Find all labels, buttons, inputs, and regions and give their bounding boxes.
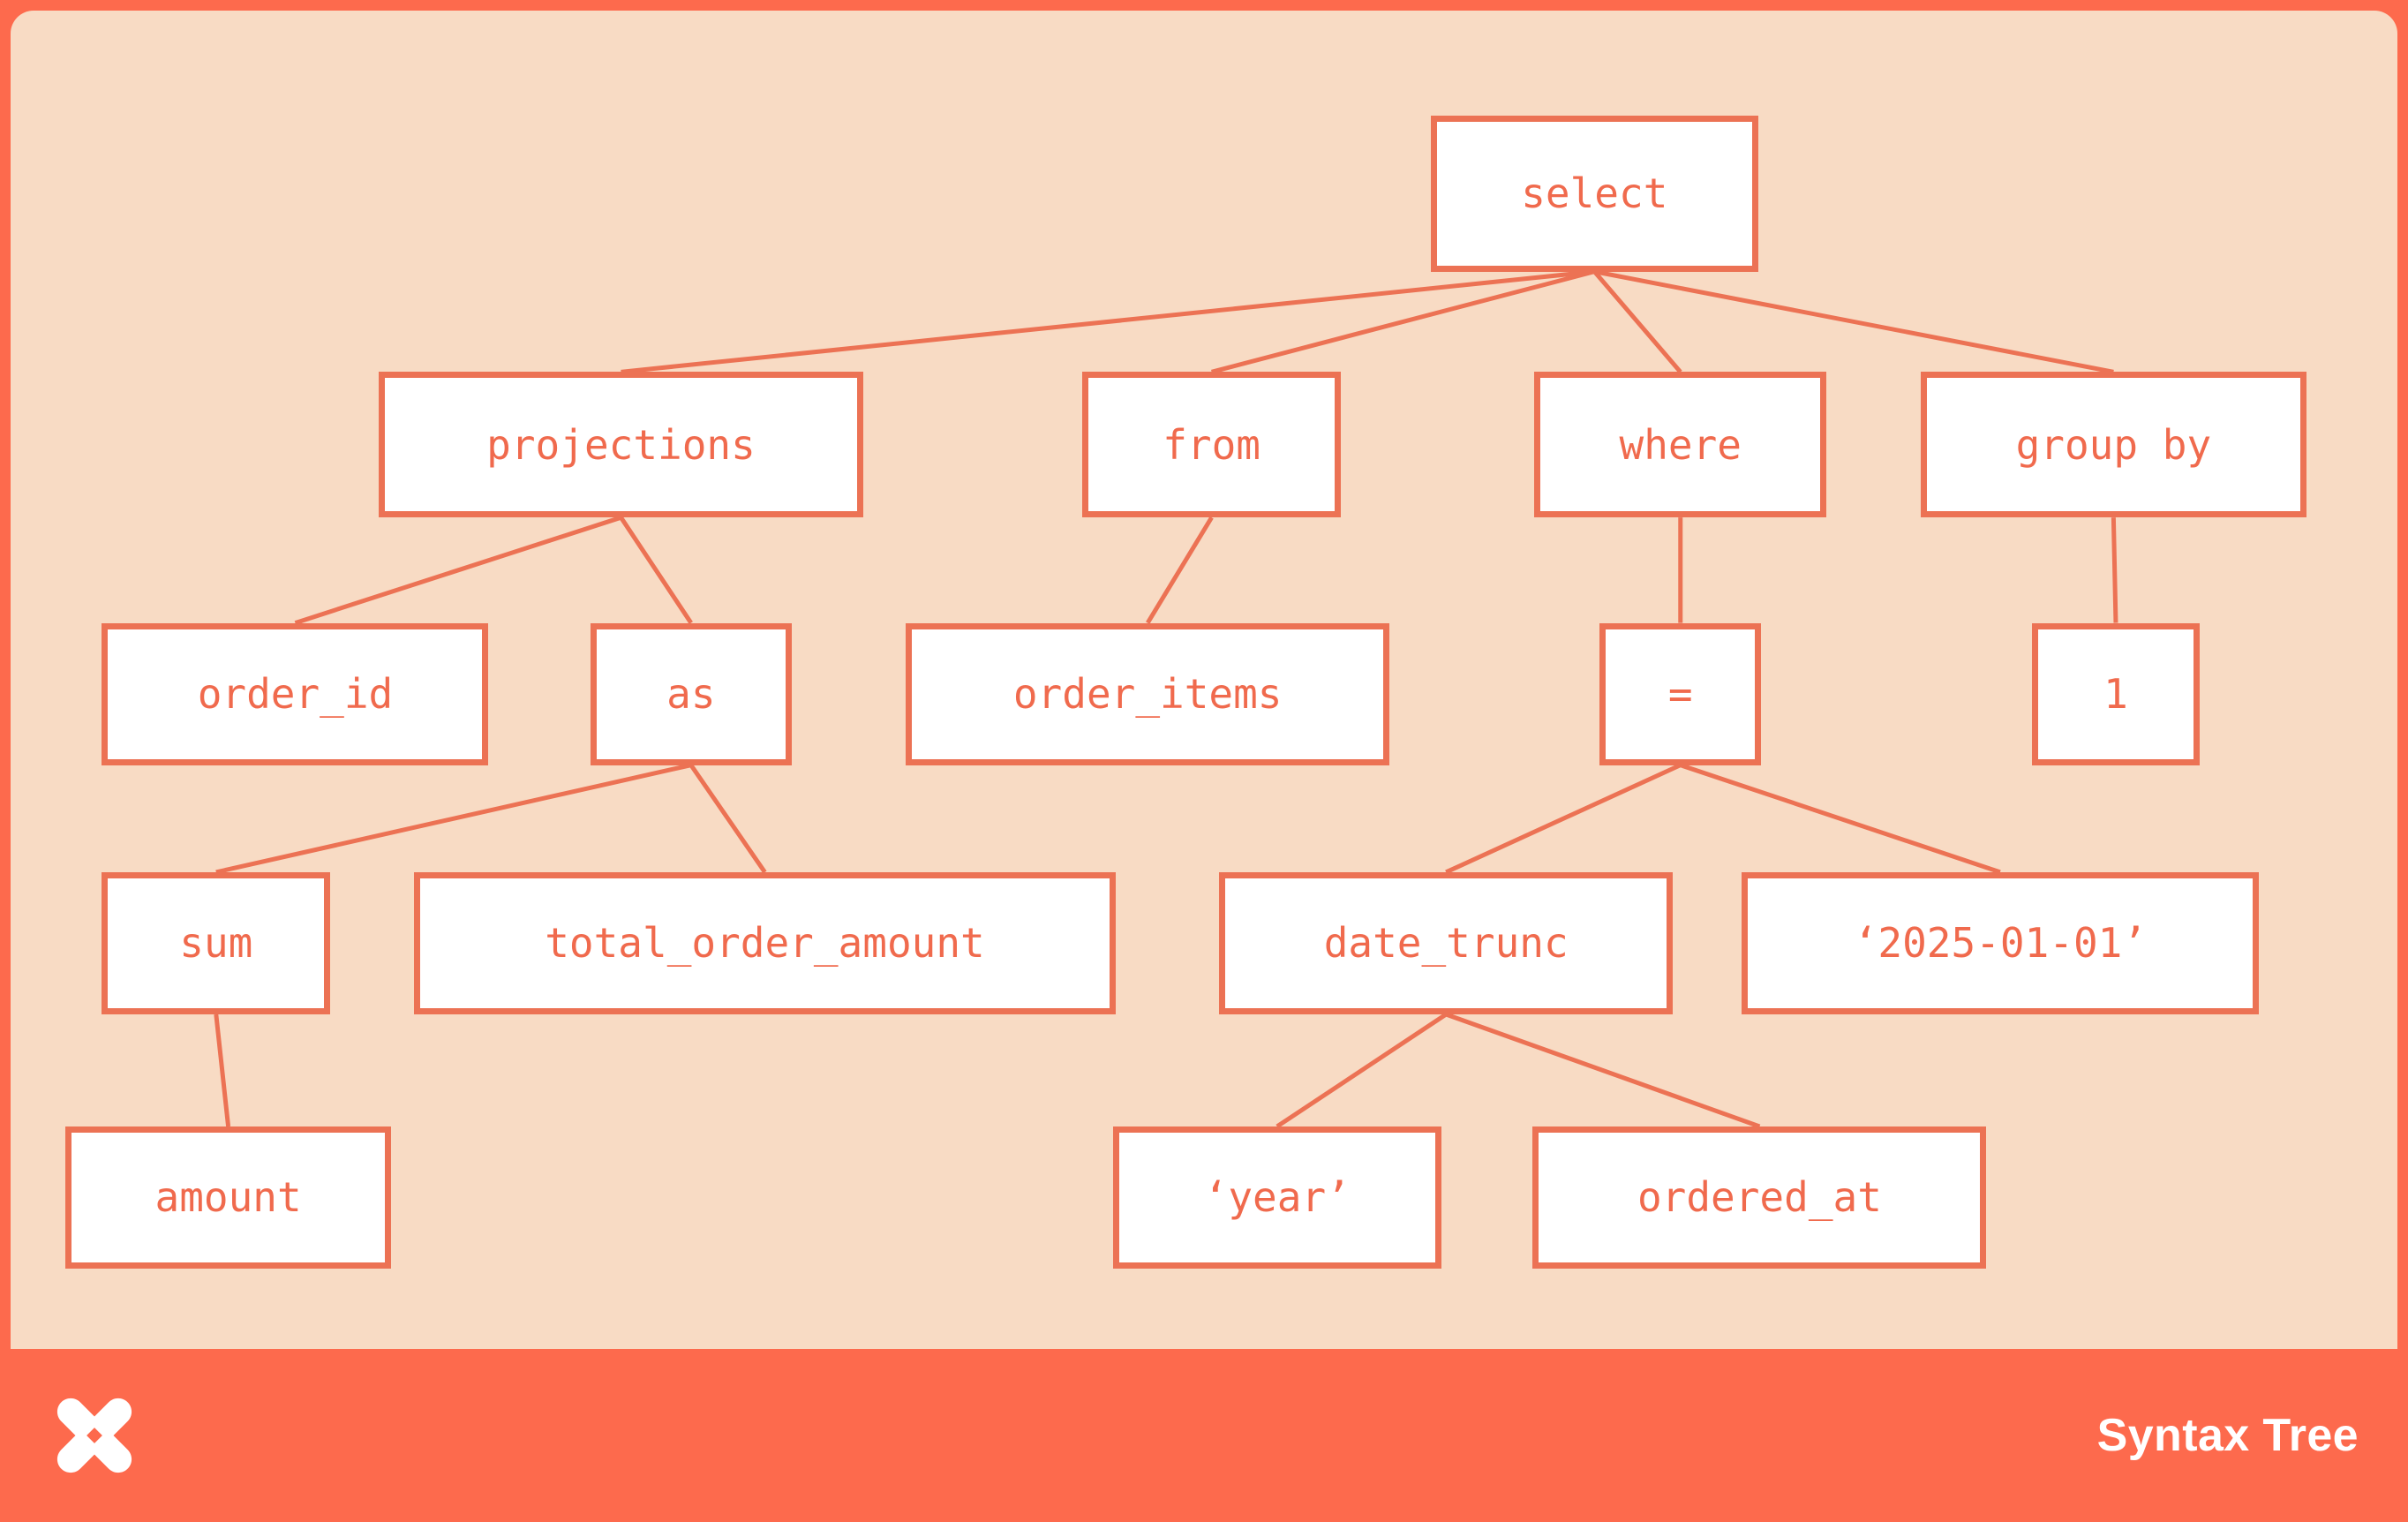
tree-edge-as-to-sum (216, 765, 691, 872)
tree-edge-equals-to-date_literal (1681, 765, 2000, 872)
diagram-canvas: select projections from where group by order_… (11, 11, 2397, 1349)
tree-node-label: as (666, 670, 716, 719)
tree-node-total_order_amount[interactable]: total_order_amount (413, 871, 1116, 1014)
tree-node-equals[interactable]: = (1599, 622, 1762, 765)
tree-node-label: order_items (1012, 670, 1283, 719)
tree-node-one[interactable]: 1 (2032, 622, 2200, 765)
tree-node-label: where (1619, 420, 1742, 469)
tree-edge-group_by-to-one (2113, 517, 2116, 622)
footer-bar: Syntax Tree (0, 1349, 2408, 1522)
tree-edge-date_trunc-to-year_literal (1277, 1014, 1446, 1126)
footer-title: Syntax Tree (2096, 1410, 2359, 1461)
tree-node-amount[interactable]: amount (65, 1126, 392, 1270)
tree-node-label: = (1667, 670, 1693, 719)
tree-edge-select-to-where (1594, 272, 1680, 373)
tree-node-year_literal[interactable]: ‘year’ (1112, 1126, 1441, 1270)
tree-node-order_id[interactable]: order_id (102, 622, 489, 765)
tree-node-label: from (1163, 420, 1260, 469)
tree-node-label: order_id (197, 670, 394, 719)
tree-node-where[interactable]: where (1534, 372, 1827, 518)
tree-edge-select-to-from (1212, 272, 1595, 373)
tree-node-from[interactable]: from (1082, 372, 1342, 518)
tree-node-label: select (1521, 170, 1668, 218)
tree-node-order_items[interactable]: order_items (906, 622, 1390, 765)
tree-node-label: ‘2025-01-01’ (1853, 919, 2148, 968)
tree-node-ordered_at[interactable]: ordered_at (1532, 1126, 1987, 1270)
tree-edge-select-to-group_by (1594, 272, 2113, 373)
tree-edges-layer (11, 11, 2397, 1349)
tree-node-group_by[interactable]: group by (1921, 372, 2306, 518)
tree-edge-select-to-projections (621, 272, 1595, 373)
tree-node-sum[interactable]: sum (102, 871, 331, 1014)
tree-node-label: ‘year’ (1203, 1173, 1351, 1222)
tree-node-as[interactable]: as (591, 622, 792, 765)
tree-node-label: total_order_amount (545, 919, 985, 968)
tree-edge-from-to-order_items (1148, 517, 1211, 622)
tree-edge-as-to-total_order_amount (691, 765, 765, 872)
tree-edge-sum-to-amount (216, 1014, 229, 1126)
tree-node-label: group by (2015, 420, 2212, 469)
x-star-logo-icon (56, 1398, 132, 1473)
tree-node-label: projections (486, 420, 756, 469)
tree-edge-equals-to-date_trunc (1446, 765, 1681, 872)
tree-node-date_trunc[interactable]: date_trunc (1219, 871, 1674, 1014)
tree-node-date_literal[interactable]: ‘2025-01-01’ (1741, 871, 2260, 1014)
diagram-frame: select projections from where group by order_… (11, 11, 2397, 1349)
tree-node-select[interactable]: select (1430, 116, 1758, 272)
tree-edge-date_trunc-to-ordered_at (1446, 1014, 1759, 1126)
tree-edge-projections-to-order_id (295, 517, 621, 622)
tree-edge-projections-to-as (621, 517, 691, 622)
tree-node-label: date_trunc (1323, 919, 1569, 968)
tree-node-label: ordered_at (1637, 1173, 1882, 1222)
tree-node-label: amount (154, 1173, 302, 1222)
tree-node-label: sum (179, 919, 253, 968)
edges-group (216, 272, 2116, 1126)
tree-node-label: 1 (2103, 670, 2128, 719)
tree-node-projections[interactable]: projections (379, 372, 863, 518)
